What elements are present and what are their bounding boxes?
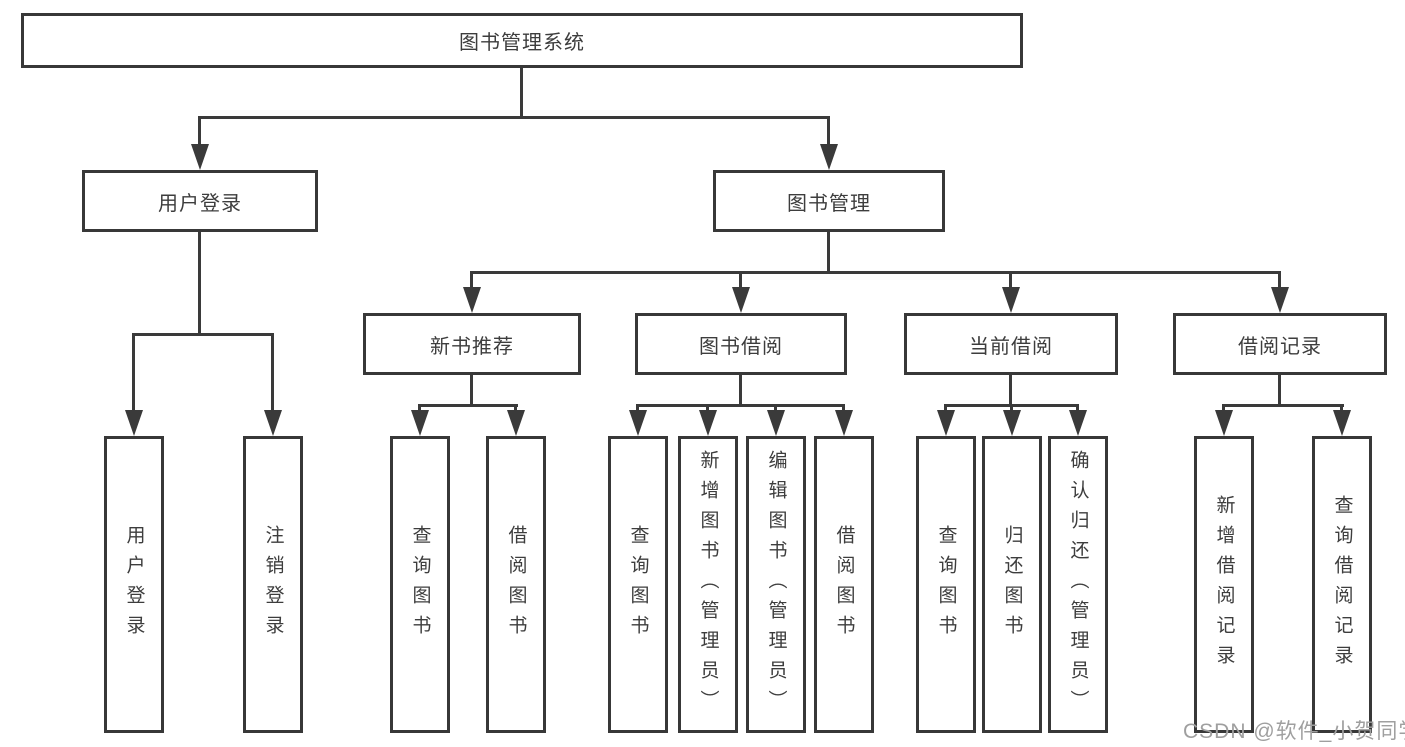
connector-line — [774, 404, 777, 414]
csdn-watermark: CSDN @软件_小贺同学 — [1183, 720, 1405, 743]
arrow-down-icon — [732, 287, 750, 313]
connector-line — [198, 232, 201, 335]
arrow-down-icon — [629, 410, 647, 436]
leaf-logout: 注销登录 — [243, 436, 303, 733]
connector-line — [470, 271, 1281, 274]
connector-line — [739, 273, 742, 289]
arrow-down-icon — [937, 410, 955, 436]
arrow-down-icon — [1215, 410, 1233, 436]
arrow-down-icon — [463, 287, 481, 313]
connector-line — [418, 404, 518, 407]
leaf-current-return: 归还图书 — [982, 436, 1042, 733]
connector-line — [1009, 375, 1012, 406]
leaf-user-login: 用户登录 — [104, 436, 164, 733]
connector-line — [842, 404, 845, 414]
leaf-current-query: 查询图书 — [916, 436, 976, 733]
leaf-borrow-add: 新增图书（管理员） — [678, 436, 738, 733]
connector-line — [1278, 375, 1281, 406]
node-book-management: 图书管理 — [713, 170, 945, 232]
connector-line — [470, 375, 473, 406]
arrow-down-icon — [820, 144, 838, 170]
connector-line — [1010, 404, 1013, 414]
connector-line — [739, 375, 742, 406]
connector-line — [271, 335, 274, 412]
connector-line — [520, 68, 523, 118]
connector-line — [944, 404, 947, 414]
connector-line — [827, 118, 830, 146]
arrow-down-icon — [1069, 410, 1087, 436]
connector-line — [1222, 404, 1344, 407]
connector-line — [1340, 404, 1343, 414]
connector-line — [514, 404, 517, 414]
arrow-down-icon — [411, 410, 429, 436]
connector-line — [198, 116, 830, 119]
leaf-borrow-borrow: 借阅图书 — [814, 436, 874, 733]
node-user-login-branch: 用户登录 — [82, 170, 318, 232]
node-book-borrow: 图书借阅 — [635, 313, 847, 375]
arrow-down-icon — [191, 144, 209, 170]
connector-line — [470, 273, 473, 289]
leaf-borrow-query: 查询图书 — [608, 436, 668, 733]
connector-line — [198, 118, 201, 146]
connector-line — [1009, 273, 1012, 289]
arrow-down-icon — [1333, 410, 1351, 436]
node-root: 图书管理系统 — [21, 13, 1023, 68]
connector-line — [1076, 404, 1079, 414]
arrow-down-icon — [507, 410, 525, 436]
connector-line — [636, 404, 639, 414]
connector-line — [132, 333, 274, 336]
leaf-newbook-query: 查询图书 — [390, 436, 450, 733]
node-borrow-record: 借阅记录 — [1173, 313, 1387, 375]
node-current-borrow: 当前借阅 — [904, 313, 1118, 375]
arrow-down-icon — [835, 410, 853, 436]
arrow-down-icon — [1271, 287, 1289, 313]
arrow-down-icon — [264, 410, 282, 436]
connector-line — [132, 335, 135, 412]
connector-line — [706, 404, 709, 414]
leaf-record-query: 查询借阅记录 — [1312, 436, 1372, 733]
leaf-newbook-borrow: 借阅图书 — [486, 436, 546, 733]
arrow-down-icon — [1002, 287, 1020, 313]
leaf-borrow-edit: 编辑图书（管理员） — [746, 436, 806, 733]
leaf-record-add: 新增借阅记录 — [1194, 436, 1254, 733]
node-new-book-recommend: 新书推荐 — [363, 313, 581, 375]
leaf-current-confirm: 确认归还（管理员） — [1048, 436, 1108, 733]
arrow-down-icon — [699, 410, 717, 436]
arrow-down-icon — [1003, 410, 1021, 436]
connector-line — [418, 404, 421, 414]
connector-line — [636, 404, 845, 407]
connector-line — [827, 232, 830, 273]
arrow-down-icon — [125, 410, 143, 436]
arrow-down-icon — [767, 410, 785, 436]
connector-line — [1222, 404, 1225, 414]
connector-line — [1278, 273, 1281, 289]
